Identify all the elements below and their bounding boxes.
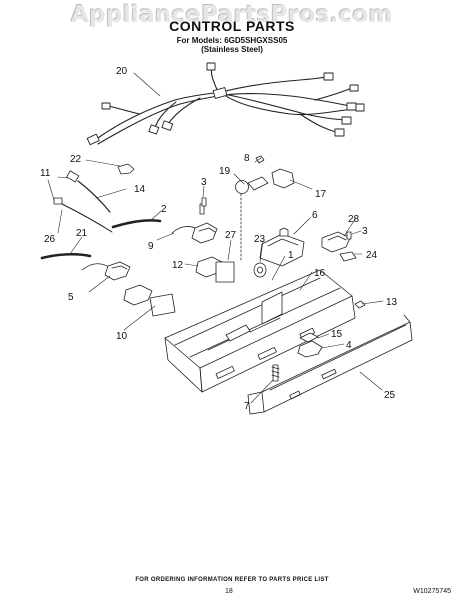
watermark: AppliancePartsPros.com <box>71 2 393 28</box>
callout-11: 11 <box>40 168 51 179</box>
callout-14: 14 <box>134 184 146 195</box>
control-board-6 <box>259 227 305 267</box>
switch-9 <box>171 203 218 244</box>
thermistor-assembly <box>53 170 113 233</box>
callout-28: 28 <box>348 214 360 225</box>
bracket-24 <box>339 251 357 262</box>
callout-labels: 20 22 11 14 26 21 2 3 9 19 8 17 6 27 23 … <box>40 66 398 412</box>
callout-19: 19 <box>219 166 231 177</box>
callout-2: 2 <box>161 204 167 215</box>
callout-7: 7 <box>244 401 250 412</box>
callout-3a: 3 <box>201 177 207 188</box>
callout-10: 10 <box>116 331 128 342</box>
callout-6: 6 <box>312 210 318 221</box>
ordering-note: FOR ORDERING INFORMATION REFER TO PARTS … <box>135 577 329 583</box>
grommet-23 <box>253 262 267 278</box>
knob-assembly <box>297 332 323 358</box>
callout-26: 26 <box>44 234 56 245</box>
leader-lines <box>47 72 384 404</box>
label-10 <box>149 293 176 317</box>
page-title: CONTROL PARTS <box>169 18 295 34</box>
callout-22: 22 <box>70 154 82 165</box>
tube-2 <box>111 219 162 229</box>
switch-5 <box>81 261 131 281</box>
harness-connectors <box>86 62 365 146</box>
callout-15: 15 <box>331 329 343 340</box>
callout-5: 5 <box>68 292 74 303</box>
callout-8: 8 <box>244 153 250 164</box>
callout-21: 21 <box>76 228 88 239</box>
screws <box>201 197 366 382</box>
callout-23: 23 <box>254 234 266 245</box>
callout-12: 12 <box>172 260 184 271</box>
callout-4: 4 <box>346 340 352 351</box>
callout-25: 25 <box>384 390 396 401</box>
clip-22 <box>117 163 135 175</box>
callout-27: 27 <box>225 230 237 241</box>
document-number: W10275745 <box>413 588 451 595</box>
label-27 <box>215 261 235 283</box>
callout-13: 13 <box>386 297 398 308</box>
callout-24: 24 <box>366 250 378 261</box>
wiring-harness <box>94 67 361 145</box>
page-number: 18 <box>225 588 233 595</box>
model-info: For Models: 6GD5SHGXSS05 (Stainless Stee… <box>0 36 464 54</box>
callout-9: 9 <box>148 241 154 252</box>
front-panel-25 <box>247 314 413 415</box>
variant-line: (Stainless Steel) <box>201 45 263 54</box>
callout-3b: 3 <box>362 226 368 237</box>
callout-17: 17 <box>315 189 327 200</box>
light-assembly <box>235 155 295 263</box>
control-housing <box>164 269 356 393</box>
switch-28 <box>321 231 351 253</box>
callout-20: 20 <box>116 66 128 77</box>
callout-16: 16 <box>314 268 326 279</box>
callout-1: 1 <box>288 250 294 261</box>
tube-21 <box>40 252 92 260</box>
models-line: For Models: 6GD5SHGXSS05 <box>176 36 288 45</box>
